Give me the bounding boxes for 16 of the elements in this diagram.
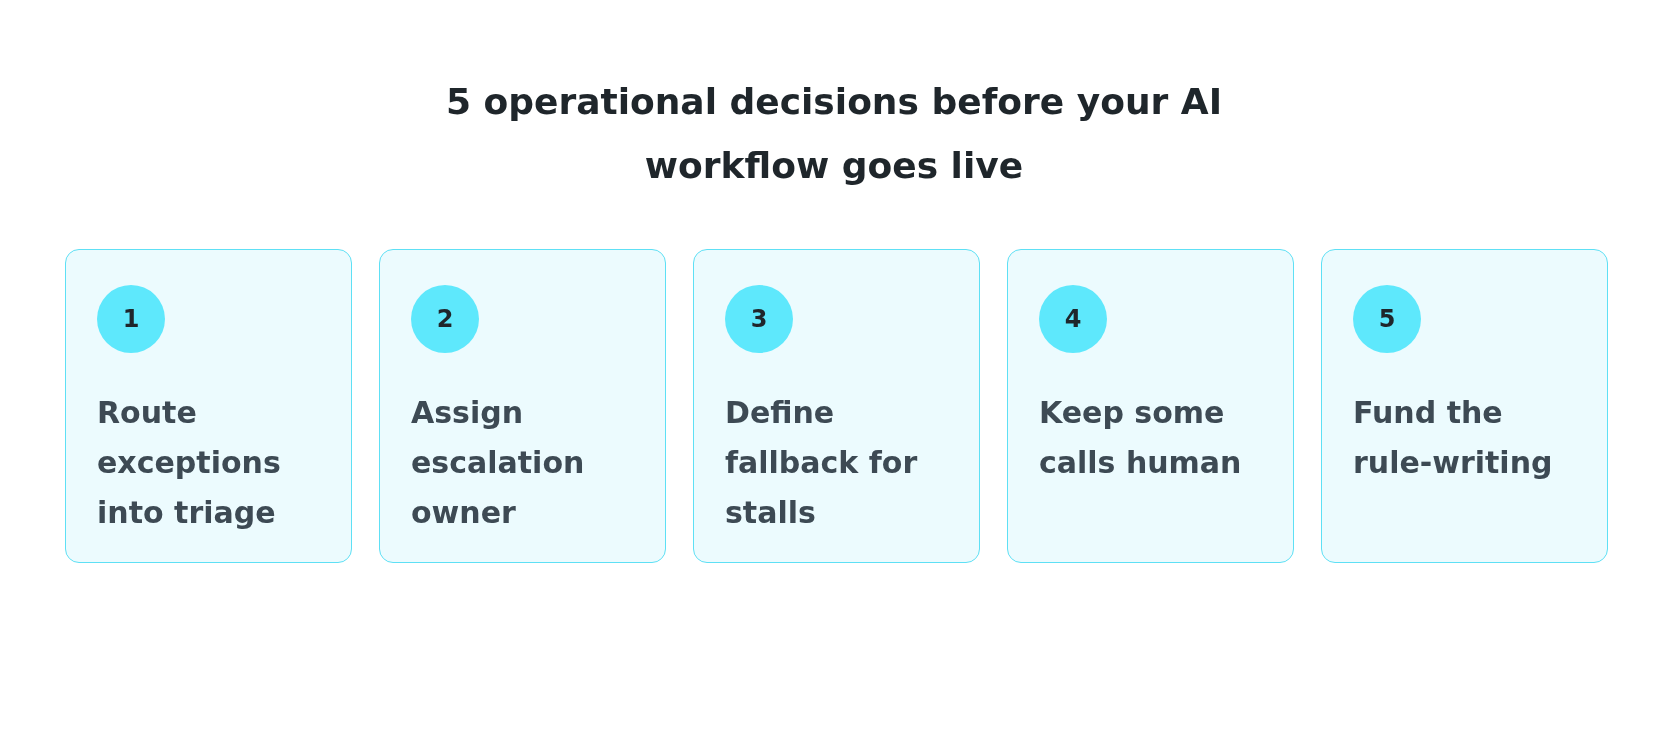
decision-card	[1321, 249, 1608, 563]
decision-card	[379, 249, 666, 563]
number-badge: 4	[1039, 285, 1107, 353]
decision-text: Assign escalation owner	[411, 394, 586, 532]
decision-text: Route exceptions into triage	[97, 394, 282, 532]
title: 5 operational decisions before your AI workflow goes live	[444, 80, 1224, 188]
number-badge: 1	[97, 285, 165, 353]
number-badge: 2	[411, 285, 479, 353]
decision-text: Keep some calls human	[1039, 394, 1243, 482]
number-badge: 5	[1353, 285, 1421, 353]
number-badge: 3	[725, 285, 793, 353]
decision-card	[1007, 249, 1294, 563]
decision-card	[693, 249, 980, 563]
decision-text: Define fallback for stalls	[725, 394, 919, 532]
decision-text: Fund the rule-writing	[1353, 394, 1554, 482]
decision-card	[65, 249, 352, 563]
